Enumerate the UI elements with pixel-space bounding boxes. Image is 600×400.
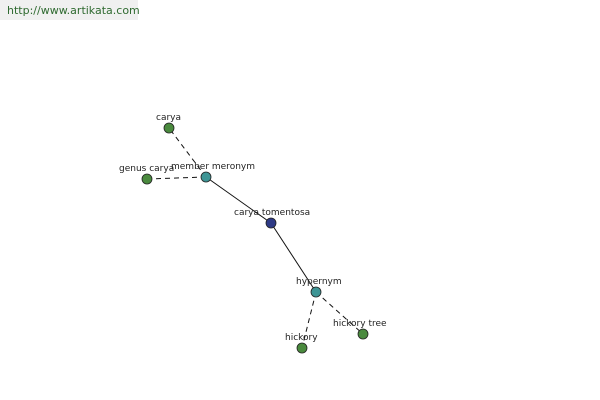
node-hickory-tree[interactable]: hickory tree — [333, 319, 387, 340]
node-label-carya: carya — [156, 113, 181, 123]
url-banner: http://www.artikata.com — [0, 0, 140, 20]
node-label-hypernym: hypernym — [296, 277, 342, 287]
node-dot-carya[interactable] — [163, 122, 175, 134]
edge-hypernym-hickory — [301, 291, 317, 349]
url-link[interactable]: http://www.artikata.com — [7, 4, 140, 17]
node-carya-tomentosa[interactable]: carya tomentosa — [234, 208, 310, 229]
node-dot-carya-tomentosa[interactable] — [265, 217, 277, 229]
edge-member-meronym-carya — [168, 127, 207, 178]
node-member-meronym[interactable]: member meronym — [171, 162, 255, 183]
node-label-carya-tomentosa: carya tomentosa — [234, 208, 310, 218]
node-dot-genus-carya[interactable] — [141, 173, 153, 185]
edge-hypernym-hickory-tree — [315, 291, 364, 335]
node-dot-member-meronym[interactable] — [200, 171, 212, 183]
edges-layer — [146, 127, 364, 349]
node-carya[interactable]: carya — [156, 113, 181, 134]
node-hypernym[interactable]: hypernym — [296, 277, 342, 298]
node-label-member-meronym: member meronym — [171, 162, 255, 172]
nodes-layer: carya tomentosa member meronym hypernym car… — [119, 113, 387, 354]
node-genus-carya[interactable]: genus carya — [119, 164, 174, 185]
edge-carya-tomentosa-member-meronym — [205, 176, 272, 224]
node-dot-hypernym[interactable] — [310, 286, 322, 298]
node-label-genus-carya: genus carya — [119, 164, 174, 174]
node-dot-hickory[interactable] — [296, 342, 308, 354]
node-hickory[interactable]: hickory — [285, 333, 318, 354]
edge-carya-tomentosa-hypernym — [270, 222, 317, 293]
node-label-hickory-tree: hickory tree — [333, 319, 387, 329]
node-dot-hickory-tree[interactable] — [357, 328, 369, 340]
node-label-hickory: hickory — [285, 333, 318, 343]
edge-member-meronym-genus-carya — [146, 176, 207, 180]
